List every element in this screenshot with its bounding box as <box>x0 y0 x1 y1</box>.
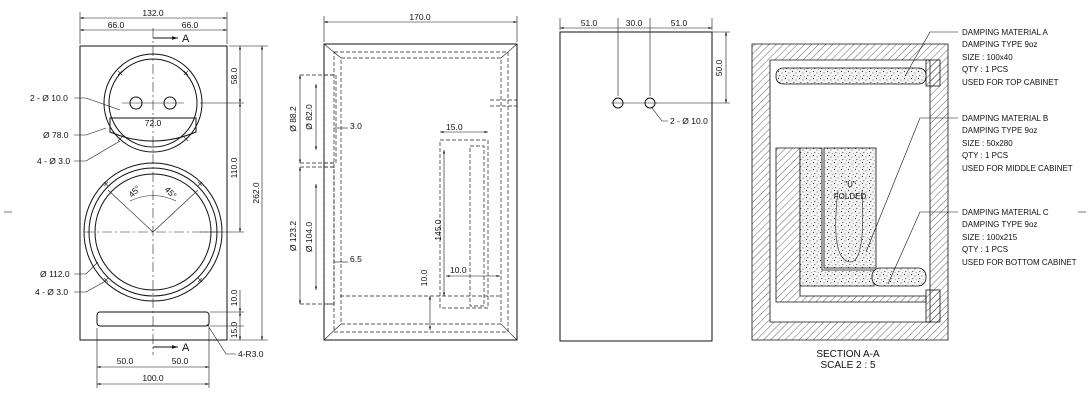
section-mark-top: A <box>182 33 190 45</box>
dia-123-dim: Ø 123.2 <box>288 221 298 252</box>
side-view: 170.0 Ø 88.2 Ø 82.0 3.0 Ø 123.2 Ø 104.0 … <box>288 12 518 341</box>
port-bottom-dim: 10.0 <box>419 269 429 286</box>
section-scale: SCALE 2 : 5 <box>820 360 875 371</box>
svg-text:SIZE : 50x280: SIZE : 50x280 <box>962 139 1013 148</box>
angle-right-label: 45° <box>163 184 179 200</box>
svg-text:DAMPING TYPE 9oz: DAMPING TYPE 9oz <box>962 40 1037 49</box>
svg-text:DAMPING MATERIAL A: DAMPING MATERIAL A <box>962 28 1048 37</box>
port-width-dim: 15.0 <box>446 122 463 132</box>
section-title: SECTION A-A <box>816 349 880 360</box>
back-height-dim: 50.0 <box>714 59 724 76</box>
bottom-gap-dim: 10.0 <box>229 289 239 306</box>
damping-material-a <box>775 67 927 85</box>
woofer-dia-callout: Ø 112.0 <box>40 269 70 279</box>
left-half-dim: 66.0 <box>108 20 125 30</box>
leader-c <box>887 211 958 285</box>
back-right-dim: 51.0 <box>671 18 688 28</box>
dia-88-dim: Ø 88.2 <box>288 106 298 132</box>
corner-radius-callout: 4-R3.0 <box>238 349 264 359</box>
woofer-angle-line-right <box>152 189 199 233</box>
svg-text:DAMPING TYPE 9oz: DAMPING TYPE 9oz <box>962 126 1037 135</box>
back-mid-dim: 30.0 <box>626 18 643 28</box>
back-holes-callout: 2 - Ø 10.0 <box>670 116 708 126</box>
overall-width-dim: 132.0 <box>142 8 164 18</box>
base-right-dim: 50.0 <box>172 356 189 366</box>
leader-b <box>865 117 958 253</box>
bass-port-tube <box>439 139 489 309</box>
svg-text:DAMPING MATERIAL C: DAMPING MATERIAL C <box>962 208 1049 217</box>
section-view: "U" FOLDED SECTION A-A SCALE 2 : 5 DAMPI… <box>751 28 1077 371</box>
dia-104-dim: Ø 104.0 <box>304 222 314 253</box>
woofer-screws-callout: 4 - Ø 3.0 <box>35 287 68 297</box>
folded-label-2: FOLDED <box>834 192 867 201</box>
woofer-screw-marks <box>103 181 203 283</box>
note-material-b: DAMPING MATERIAL B DAMPING TYPE 9oz SIZE… <box>962 114 1073 173</box>
back-view: 51.0 30.0 51.0 50.0 2 - Ø 10.0 <box>559 18 730 342</box>
back-left-dim: 51.0 <box>581 18 598 28</box>
svg-text:SIZE : 100x215: SIZE : 100x215 <box>962 233 1018 242</box>
tweeter-to-woofer-dim: 110.0 <box>229 157 239 178</box>
svg-text:USED FOR TOP CABINET: USED FOR TOP CABINET <box>962 78 1059 87</box>
section-mark-bottom: A <box>182 342 190 354</box>
tweeter-screw-marks <box>117 70 189 142</box>
svg-text:QTY : 1 PCS: QTY : 1 PCS <box>962 65 1008 74</box>
base-width-dim: 100.0 <box>142 373 164 383</box>
svg-text:DAMPING MATERIAL B: DAMPING MATERIAL B <box>962 114 1048 123</box>
svg-text:SIZE : 100x40: SIZE : 100x40 <box>962 53 1013 62</box>
base-left-dim: 50.0 <box>117 356 134 366</box>
note-material-a: DAMPING MATERIAL A DAMPING TYPE 9oz SIZE… <box>962 28 1059 87</box>
svg-text:USED FOR MIDDLE CABINET: USED FOR MIDDLE CABINET <box>962 164 1073 173</box>
svg-text:DAMPING TYPE 9oz: DAMPING TYPE 9oz <box>962 220 1037 229</box>
tweeter-dia-callout: Ø 78.0 <box>43 130 69 140</box>
right-half-dim: 66.0 <box>182 20 199 30</box>
wall-3-dim: 3.0 <box>350 121 362 131</box>
top-to-tweeter-dim: 58.0 <box>229 67 239 84</box>
depth-dim: 170.0 <box>409 12 431 22</box>
angle-arc <box>129 195 177 202</box>
tweeter-plate <box>109 117 197 142</box>
dia-82-dim: Ø 82.0 <box>304 104 314 130</box>
wall-65-dim: 6.5 <box>350 254 362 264</box>
note-material-c: DAMPING MATERIAL C DAMPING TYPE 9oz SIZE… <box>962 208 1077 267</box>
svg-text:USED FOR BOTTOM CABINET: USED FOR BOTTOM CABINET <box>962 258 1077 267</box>
tweeter-ring <box>108 58 198 148</box>
front-view: 72.0 45° 45° A A 132.0 66.0 66.0 <box>30 8 268 388</box>
svg-text:QTY : 1 PCS: QTY : 1 PCS <box>962 245 1008 254</box>
port-side-dim: 10.0 <box>450 265 467 275</box>
side-inner-dashed <box>340 57 502 325</box>
base-height-dim: 15.0 <box>229 321 239 338</box>
woofer-angle-line-left <box>107 189 154 233</box>
tweeter-holes-callout: 2 - Ø 10.0 <box>30 93 68 103</box>
tweeter-span-label: 72.0 <box>145 118 162 128</box>
u-fold-mark <box>835 189 864 263</box>
damping-material-b <box>823 147 877 269</box>
tweeter-screws-callout: 4 - Ø 3.0 <box>37 156 70 166</box>
damping-material-c <box>799 147 875 287</box>
height-dim: 262.0 <box>251 182 261 204</box>
side-outline <box>323 43 518 341</box>
base-plinth <box>96 311 210 327</box>
port-length-dim: 145.0 <box>433 219 443 241</box>
svg-text:QTY : 1 PCS: QTY : 1 PCS <box>962 151 1008 160</box>
folded-label-1: "U" <box>844 180 856 189</box>
back-outline <box>559 31 713 342</box>
leader-a <box>904 31 958 77</box>
front-panel-outline <box>79 45 228 341</box>
